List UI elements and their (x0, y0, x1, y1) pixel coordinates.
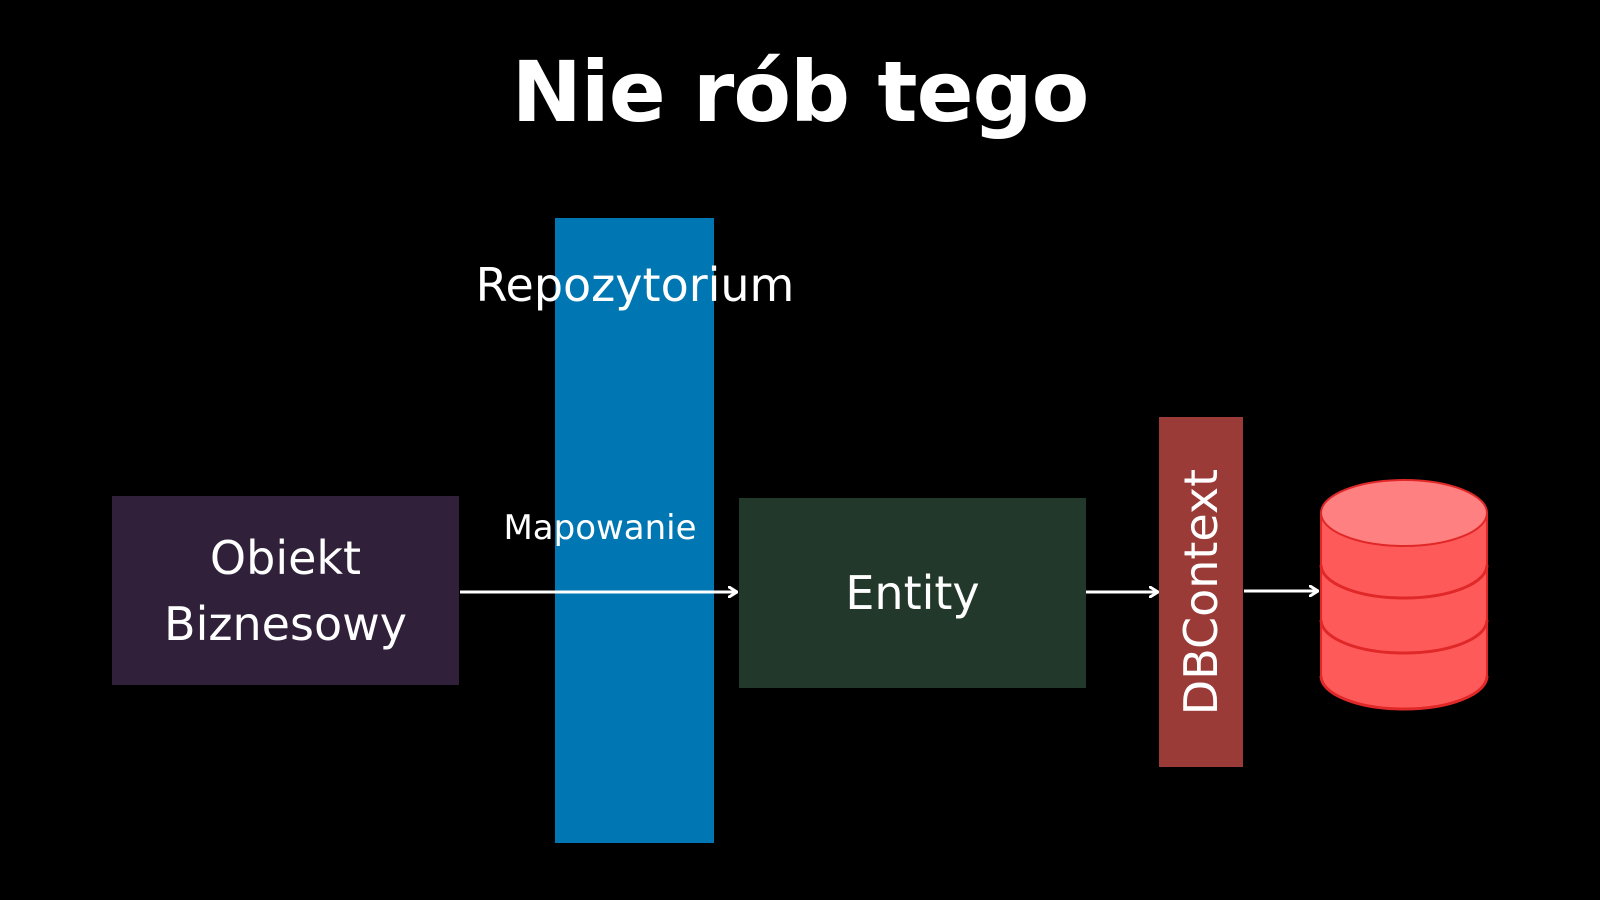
diagram-title: Nie rób tego (511, 43, 1090, 141)
mapping-label: Mapowanie (503, 508, 697, 548)
database-icon (1319, 479, 1489, 711)
dbcontext-label: DBContext (1174, 468, 1228, 716)
dbcontext-box (1159, 417, 1243, 767)
business-object-label: Obiekt Biznesowy (164, 525, 407, 657)
repository-label: Repozytorium (475, 258, 795, 312)
entity-box: Entity (739, 498, 1086, 688)
repository-layer (555, 218, 714, 843)
business-object-box: Obiekt Biznesowy (112, 496, 459, 685)
entity-label: Entity (845, 566, 980, 620)
business-object-label-line2: Biznesowy (164, 596, 407, 651)
business-object-label-line1: Obiekt (209, 530, 362, 585)
